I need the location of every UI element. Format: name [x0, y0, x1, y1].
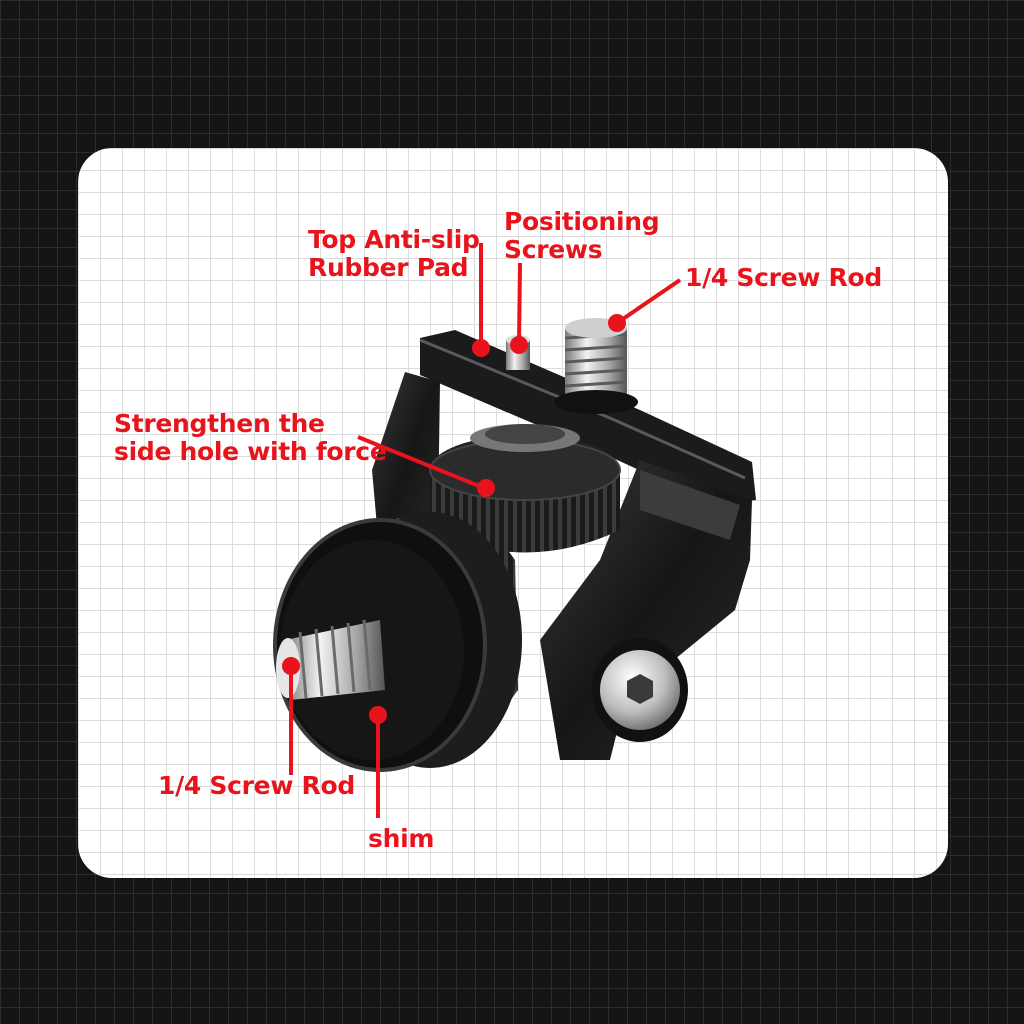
label-screw-rod-bottom: 1/4 Screw Rod	[158, 771, 355, 800]
label-line: Positioning	[504, 207, 660, 236]
top-screw-rod	[554, 318, 638, 414]
label-line: Rubber Pad	[308, 253, 469, 282]
label-line: side hole with force	[114, 437, 387, 466]
label-screw-rod-top: 1/4 Screw Rod	[685, 263, 882, 292]
label-shim: shim	[368, 824, 435, 853]
label-line: Top Anti-slip	[308, 225, 480, 254]
label-side-hole: Strengthen the side hole with force	[114, 409, 387, 466]
callout-dots	[282, 314, 626, 675]
label-positioning-screws: Positioning Screws	[504, 207, 660, 264]
callout-lines	[289, 243, 682, 818]
label-line: Strengthen the	[114, 409, 325, 438]
side-bolt	[592, 638, 688, 742]
label-line: Screws	[504, 235, 603, 264]
label-top-antislip-pad: Top Anti-slip Rubber Pad	[308, 226, 480, 282]
